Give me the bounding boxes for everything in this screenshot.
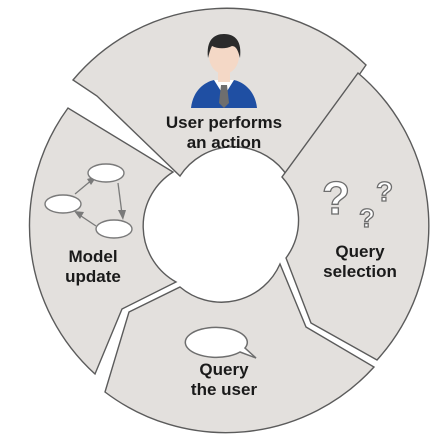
label-query-user: Query the user (191, 360, 258, 399)
user-icon (191, 34, 257, 108)
user-hair (207, 34, 241, 58)
question-marks-icon: ? ? ? (321, 171, 393, 233)
segment-query-selection-shape (281, 71, 430, 361)
label-query-user-line2: the user (191, 380, 258, 399)
speech-bubble-icon (184, 326, 257, 359)
graph-arrowhead-left (74, 211, 84, 219)
label-user-action-line2: an action (187, 133, 262, 152)
label-model-update-line1: Model (68, 247, 117, 266)
question-mark-small-right: ? (376, 176, 393, 207)
graph-node-top (87, 163, 125, 183)
label-query-selection-line2: selection (323, 262, 397, 281)
question-mark-small-bottom: ? (359, 203, 375, 233)
label-model-update-line2: update (65, 267, 121, 286)
user-tie (219, 85, 229, 108)
graph-node-left (44, 194, 82, 214)
label-model-update: Model update (65, 247, 121, 286)
graph-cycle-icon (44, 163, 133, 239)
speech-bubble-shape (184, 326, 257, 359)
segment-query-selection (281, 71, 430, 361)
graph-node-bottom (95, 219, 133, 239)
question-mark-large: ? (322, 172, 350, 224)
label-query-user-line1: Query (199, 360, 249, 379)
label-user-action: User performs an action (166, 113, 282, 152)
label-query-selection: Query selection (323, 242, 397, 281)
segment-model-update-shape (28, 107, 178, 376)
graph-edge-top-to-bottom (117, 182, 123, 215)
graph-arrowhead-bottom (118, 210, 126, 220)
segment-model-update (28, 107, 178, 376)
user-neck (218, 72, 230, 82)
label-query-selection-line1: Query (335, 242, 385, 261)
label-user-action-line1: User performs (166, 113, 282, 132)
